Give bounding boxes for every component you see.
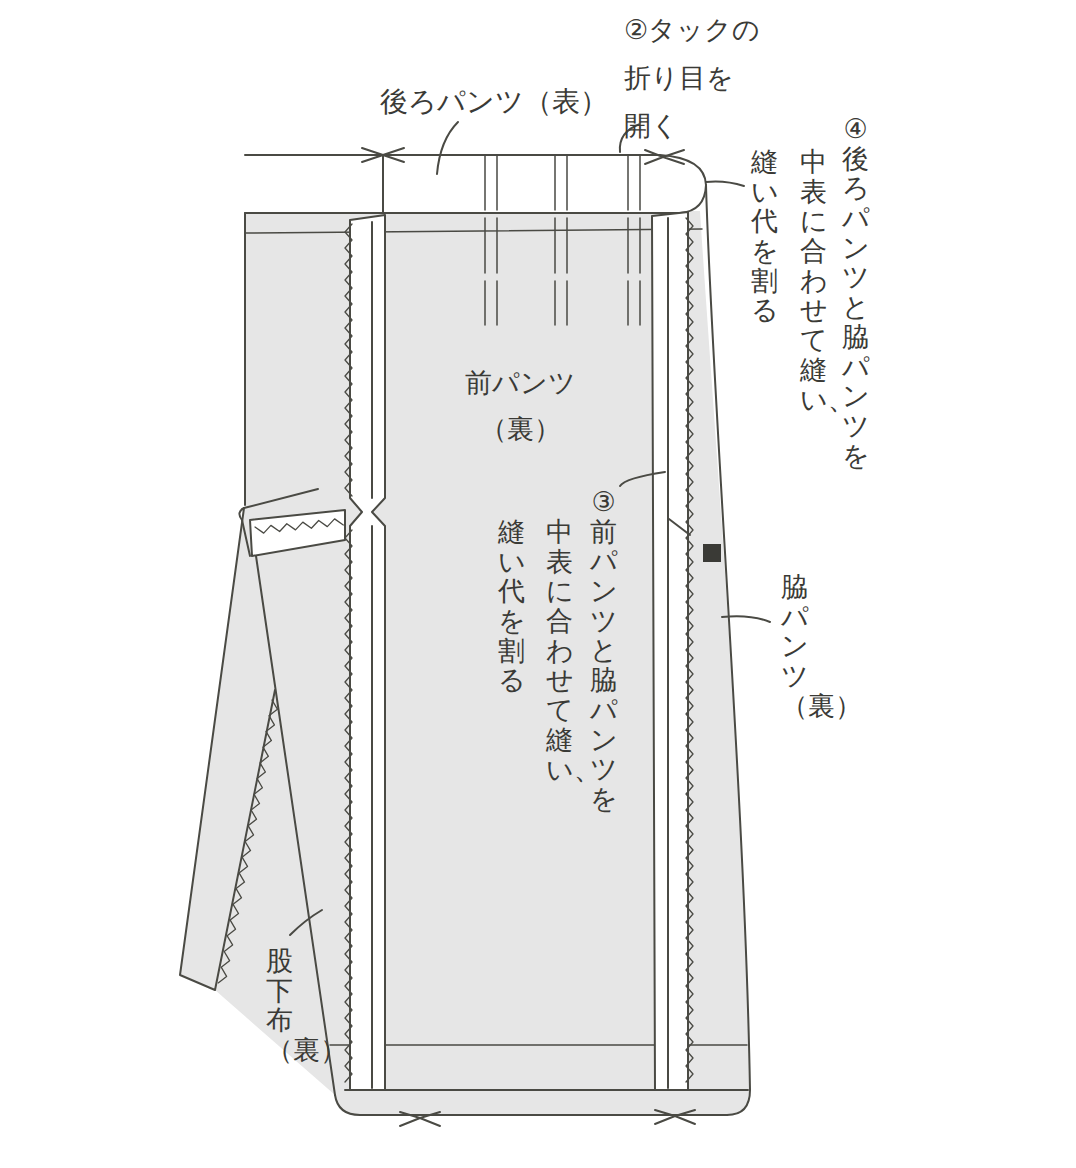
part-name: 前パンツ （裏） xyxy=(450,360,590,452)
callout-note: 中表に合わせて縫い、 xyxy=(800,147,827,414)
overlock-stitch xyxy=(218,700,277,983)
overlock-stitch xyxy=(686,218,693,1082)
overlock-stitch xyxy=(255,519,343,533)
callout-note: 縫い代を割る xyxy=(751,147,778,325)
callout-note: 縫い代を割る xyxy=(498,517,525,695)
part-name: 後ろパンツ（表） xyxy=(380,82,620,122)
callout-note: ③前パンツと脇パンツを xyxy=(590,487,617,814)
part-name: 股下布（裏） xyxy=(266,946,293,1065)
overlock-stitch xyxy=(345,530,352,1082)
callout-note: 中表に合わせて縫い、 xyxy=(546,517,573,784)
callout-note: ④後ろパンツと脇パンツを xyxy=(842,114,869,470)
part-name: 脇パンツ（裏） xyxy=(781,572,808,720)
callout-note: ②タックの 折り目を 開く xyxy=(624,6,764,150)
overlock-stitch xyxy=(345,224,352,496)
